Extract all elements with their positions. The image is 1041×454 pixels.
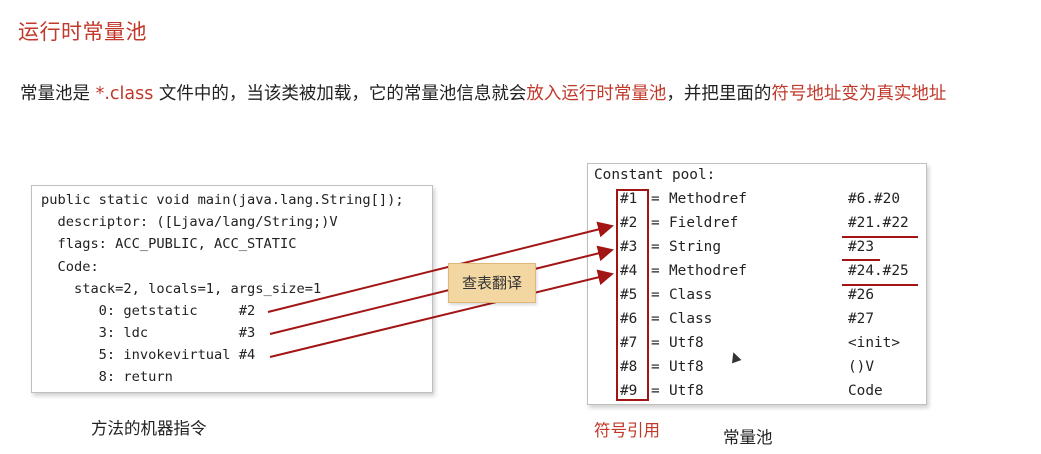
pool-type: Utf8 xyxy=(669,359,704,375)
code-line: 8: return xyxy=(41,369,173,385)
pool-type: Fieldref xyxy=(669,215,739,231)
pool-value: #6.#20 xyxy=(848,191,900,207)
pool-type: Methodref xyxy=(669,191,747,207)
pool-index: #3 xyxy=(620,239,638,255)
pool-eq: = xyxy=(651,215,660,231)
pool-value: ()V xyxy=(848,359,874,375)
pool-type: Utf8 xyxy=(669,335,704,351)
pool-header: Constant pool: xyxy=(594,167,716,183)
desc-part3: ，并把里面的 xyxy=(666,84,772,104)
pool-value: Code xyxy=(848,383,883,399)
pool-eq: = xyxy=(651,383,660,399)
pool-value: <init> xyxy=(848,335,900,351)
pool-eq: = xyxy=(651,311,660,327)
code-line: public static void main(java.lang.String… xyxy=(41,192,404,208)
lookup-translate-label: 查表翻译 xyxy=(448,263,536,303)
pool-value: #23 xyxy=(848,239,874,255)
pool-value: #27 xyxy=(848,311,874,327)
pool-eq: = xyxy=(651,191,660,207)
arrow-to-entry-3 xyxy=(269,245,614,335)
code-line: descriptor: ([Ljava/lang/String;)V xyxy=(41,214,338,230)
pool-eq: = xyxy=(651,335,660,351)
desc-part1: 常量池是 xyxy=(20,84,96,104)
code-line: stack=2, locals=1, args_size=1 xyxy=(41,281,322,297)
code-line: 5: invokevirtual #4 xyxy=(41,347,256,363)
desc-part2: 文件中的，当该类被加载，它的常量池信息就会 xyxy=(153,84,527,104)
pool-eq: = xyxy=(651,263,660,279)
constant-pool-caption: 常量池 xyxy=(723,428,773,447)
pool-eq: = xyxy=(651,287,660,303)
code-line: 3: ldc #3 xyxy=(41,325,256,341)
symbol-reference-caption: 符号引用 xyxy=(594,421,660,440)
pool-eq: = xyxy=(651,359,660,375)
pool-index: #4 xyxy=(620,263,638,279)
code-line: Code: xyxy=(41,259,99,275)
desc-highlight-runtime-pool: 放入运行时常量池 xyxy=(526,84,667,104)
pool-type: Utf8 xyxy=(669,383,704,399)
pool-index: #9 xyxy=(620,383,638,399)
pool-index: #1 xyxy=(620,191,638,207)
pool-type: Class xyxy=(669,311,713,327)
description: 常量池是 *.class 文件中的，当该类被加载，它的常量池信息就会放入运行时常… xyxy=(20,80,946,105)
bytecode-caption: 方法的机器指令 xyxy=(91,419,207,438)
page-title: 运行时常量池 xyxy=(18,20,147,44)
pool-index: #5 xyxy=(620,287,638,303)
pool-type: Methodref xyxy=(669,263,747,279)
pool-type: String xyxy=(669,239,721,255)
pool-index: #7 xyxy=(620,335,638,351)
desc-highlight-real-address: 符号地址变为真实地址 xyxy=(771,84,947,104)
pool-index: #6 xyxy=(620,311,638,327)
symbol-reference-highlight xyxy=(616,189,649,401)
desc-class-ref: *.class xyxy=(95,84,154,104)
pool-value: #21.#22 xyxy=(848,215,909,231)
pool-value: #24.#25 xyxy=(848,263,909,279)
arrow-to-entry-4 xyxy=(269,269,614,358)
code-line: flags: ACC_PUBLIC, ACC_STATIC xyxy=(41,236,297,252)
pool-eq: = xyxy=(651,239,660,255)
pool-index: #8 xyxy=(620,359,638,375)
bytecode-box: public static void main(java.lang.String… xyxy=(31,185,433,393)
pool-value: #26 xyxy=(848,287,874,303)
arrow-to-entry-2 xyxy=(267,221,614,313)
pool-index: #2 xyxy=(620,215,638,231)
pool-type: Class xyxy=(669,287,713,303)
code-line: 0: getstatic #2 xyxy=(41,303,256,319)
